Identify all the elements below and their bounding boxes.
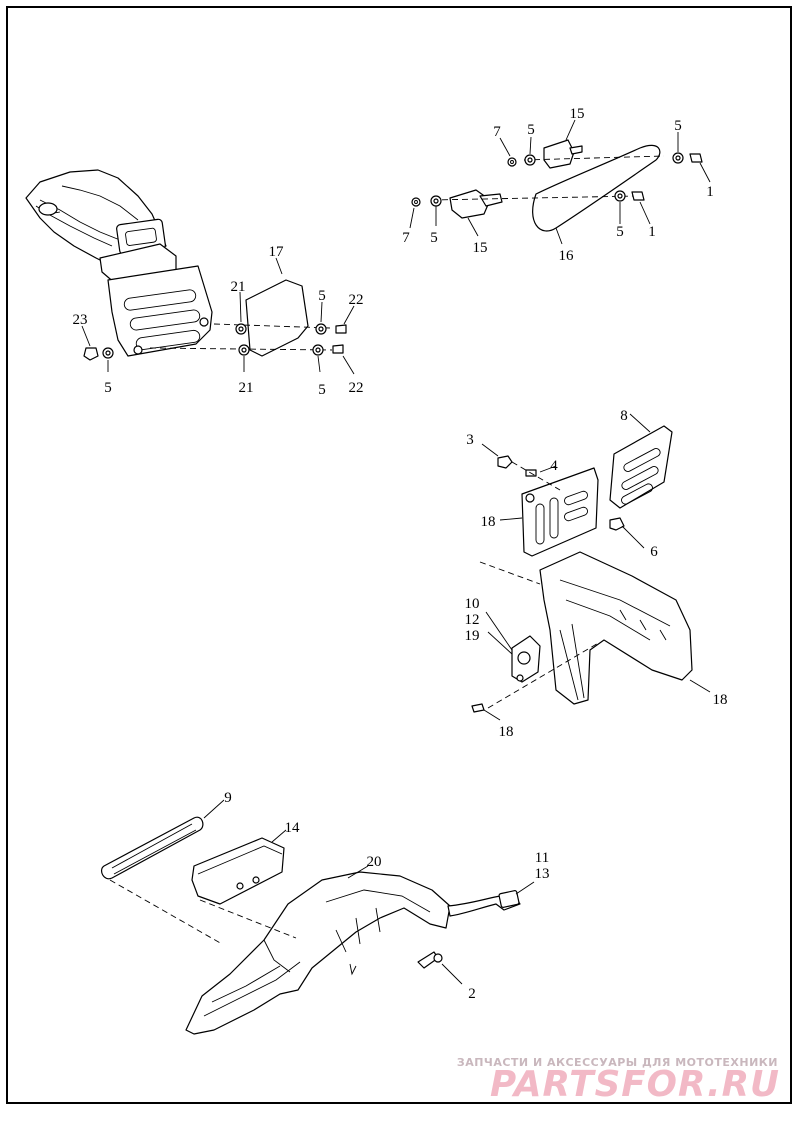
- tail-lamp-part: [191, 837, 285, 905]
- callout-23: 23: [73, 312, 88, 328]
- callout-21: 21: [239, 380, 254, 396]
- bracket-housing-group: 8 3 4 18 6 10 12 19 18 18: [465, 408, 728, 740]
- callout-7: 7: [402, 230, 410, 246]
- watermark-logo: PARTSFOR.RU: [490, 1064, 780, 1105]
- callout-6: 6: [650, 544, 658, 560]
- callout-17: 17: [269, 244, 285, 260]
- callout-15: 15: [473, 240, 488, 256]
- callout-7: 7: [493, 124, 501, 140]
- callout-18: 18: [481, 514, 496, 530]
- mount-bracket-part: [521, 467, 599, 557]
- callout-1: 1: [648, 224, 656, 240]
- callout-11: 11: [535, 850, 549, 866]
- watermark-tagline: ЗАПЧАСТИ И АКСЕССУАРЫ ДЛЯ МОТОТЕХНИКИ: [457, 1056, 778, 1069]
- plate-bracket-part: [609, 425, 673, 509]
- callout-5: 5: [104, 380, 112, 396]
- callout-2: 2: [468, 986, 476, 1002]
- license-plate-bracket-part: [107, 265, 213, 357]
- callout-16: 16: [559, 248, 575, 264]
- callout-18: 18: [499, 724, 514, 740]
- reflector-part: [245, 279, 309, 357]
- callout-21: 21: [231, 279, 246, 295]
- callout-22: 22: [349, 292, 364, 308]
- callout-14: 14: [285, 820, 301, 836]
- callout-1: 1: [706, 184, 714, 200]
- callout-9: 9: [224, 790, 232, 806]
- lens-gasket-part: [100, 816, 204, 880]
- lamp-housing-group: 9 14 20 11 13 2: [100, 790, 550, 1035]
- callout-20: 20: [367, 854, 382, 870]
- watermark: ЗАПЧАСТИ И АКСЕССУАРЫ ДЛЯ МОТОТЕХНИКИ PA…: [457, 1056, 780, 1105]
- callout-18: 18: [713, 692, 728, 708]
- callout-5: 5: [616, 224, 624, 240]
- tail-lamp-housing-part: [185, 871, 451, 1035]
- callout-4: 4: [550, 458, 558, 474]
- callout-5: 5: [318, 288, 326, 304]
- rail-cover-group: 15 5 7 5 1 7 5 15 16 5 1: [402, 106, 714, 264]
- callout-10: 10: [465, 596, 480, 612]
- fender-assembly-group: 17 21 5 22 23 5 21 5 22: [25, 169, 364, 398]
- callout-5: 5: [318, 382, 326, 398]
- callout-15: 15: [570, 106, 585, 122]
- callout-13: 13: [535, 866, 550, 882]
- callout-3: 3: [466, 432, 474, 448]
- callout-5: 5: [527, 122, 535, 138]
- callout-5: 5: [430, 230, 438, 246]
- callout-12: 12: [465, 612, 480, 628]
- rail-cover-part: [532, 144, 661, 232]
- callout-22: 22: [349, 380, 364, 396]
- diagram-frame: [6, 6, 792, 1104]
- callout-8: 8: [620, 408, 628, 424]
- callout-5: 5: [674, 118, 682, 134]
- callout-19: 19: [465, 628, 480, 644]
- lower-housing-part: [539, 551, 693, 705]
